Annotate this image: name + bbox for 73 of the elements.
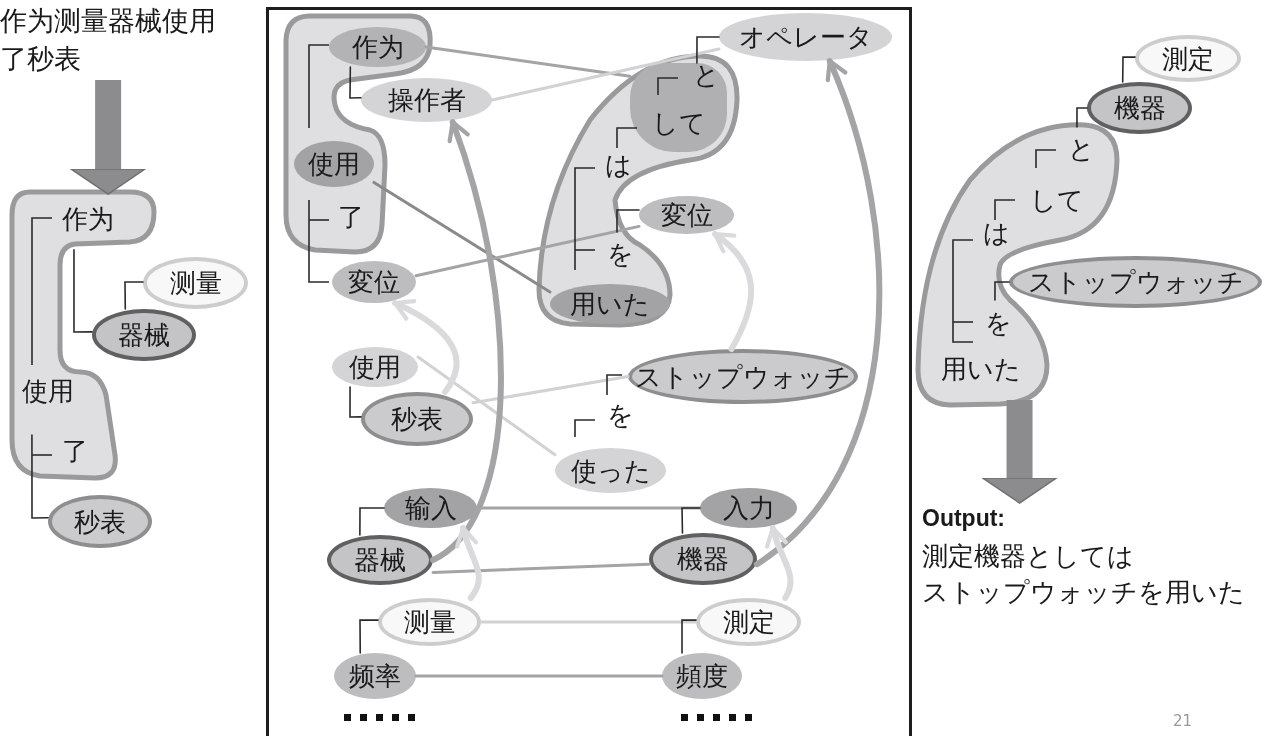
tree-line bbox=[349, 386, 362, 418]
word-bubble: ストップウォッチ bbox=[628, 349, 858, 404]
tree-line bbox=[681, 507, 701, 534]
word-bubble: 测量 bbox=[143, 257, 248, 309]
word-text: して bbox=[1030, 187, 1084, 213]
connector-line bbox=[490, 47, 721, 102]
word-bubble: 頻度 bbox=[662, 653, 742, 699]
word-bubble: 频率 bbox=[334, 653, 416, 699]
word-text: と bbox=[1068, 136, 1095, 162]
connector-line bbox=[414, 674, 664, 678]
word-bubble: 入力 bbox=[700, 488, 797, 528]
down-arrow bbox=[981, 400, 1058, 504]
output-sentence: ストップウォッチを用いた bbox=[922, 576, 1245, 609]
word-text: 使用 bbox=[22, 378, 74, 404]
panel-frame bbox=[266, 7, 912, 736]
word-bubble: 測定 bbox=[696, 598, 801, 646]
tree-line bbox=[1121, 56, 1136, 83]
word-bubble: 機器 bbox=[649, 533, 757, 585]
curved-arrow bbox=[392, 299, 460, 395]
tree-line bbox=[359, 619, 379, 654]
tree-line bbox=[359, 507, 385, 536]
page-number: 21 bbox=[1173, 714, 1193, 729]
connector-line bbox=[431, 562, 651, 574]
word-text: 了 bbox=[62, 438, 88, 464]
connector-line bbox=[471, 375, 630, 405]
curved-arrow bbox=[712, 231, 755, 352]
tree-line bbox=[124, 281, 144, 310]
word-bubble: ストップウォッチ bbox=[1009, 256, 1262, 308]
curved-arrow bbox=[754, 58, 883, 568]
word-bubble: 変位 bbox=[639, 196, 734, 234]
connector-line bbox=[414, 224, 641, 278]
output-sentence: 測定機器としては bbox=[922, 540, 1134, 573]
tree-line bbox=[349, 66, 362, 99]
tree-line bbox=[696, 36, 720, 64]
word-bubble: 変位 bbox=[332, 261, 416, 303]
output-heading: Output: bbox=[922, 505, 1005, 532]
word-text: 作为 bbox=[62, 206, 114, 232]
word-text: は bbox=[605, 152, 632, 178]
curved-arrow bbox=[430, 119, 504, 563]
word-bubble: 測定 bbox=[1135, 35, 1241, 82]
word-bubble: 测量 bbox=[378, 598, 481, 646]
word-text: を bbox=[607, 241, 634, 267]
tree-line bbox=[31, 434, 49, 519]
connector-line bbox=[372, 180, 552, 294]
word-bubble: 使った bbox=[555, 448, 666, 493]
word-text: して bbox=[652, 110, 706, 136]
word-text: 用いた bbox=[941, 356, 1021, 382]
curved-arrow bbox=[455, 525, 482, 601]
connector-line bbox=[424, 45, 632, 78]
word-bubble: 器械 bbox=[327, 535, 433, 585]
tree-line bbox=[73, 249, 93, 333]
word-text: を bbox=[607, 402, 634, 428]
word-text: は bbox=[983, 220, 1010, 246]
curved-arrow bbox=[765, 525, 794, 601]
word-text: 了 bbox=[338, 204, 364, 230]
tree-line bbox=[1076, 107, 1088, 128]
word-bubble: オペレータ bbox=[719, 13, 892, 61]
connector-line bbox=[479, 620, 698, 624]
word-text: を bbox=[985, 310, 1012, 336]
connector-line bbox=[416, 355, 557, 457]
tree-line bbox=[616, 209, 640, 233]
tree-line bbox=[994, 281, 1010, 301]
word-bubble: 秒表 bbox=[48, 495, 152, 548]
word-bubble: 操作者 bbox=[361, 78, 492, 122]
tree-line bbox=[681, 619, 697, 654]
input-sentence: 作为测量器械使用了秒表 bbox=[0, 2, 232, 78]
word-bubble: 输入 bbox=[384, 488, 477, 528]
word-bubble: 器械 bbox=[92, 309, 196, 361]
word-text: と bbox=[693, 62, 720, 88]
word-bubble: 秒表 bbox=[361, 392, 473, 446]
word-bubble: 使用 bbox=[332, 347, 418, 387]
down-arrow bbox=[70, 80, 146, 195]
word-bubble: 機器 bbox=[1087, 82, 1192, 134]
